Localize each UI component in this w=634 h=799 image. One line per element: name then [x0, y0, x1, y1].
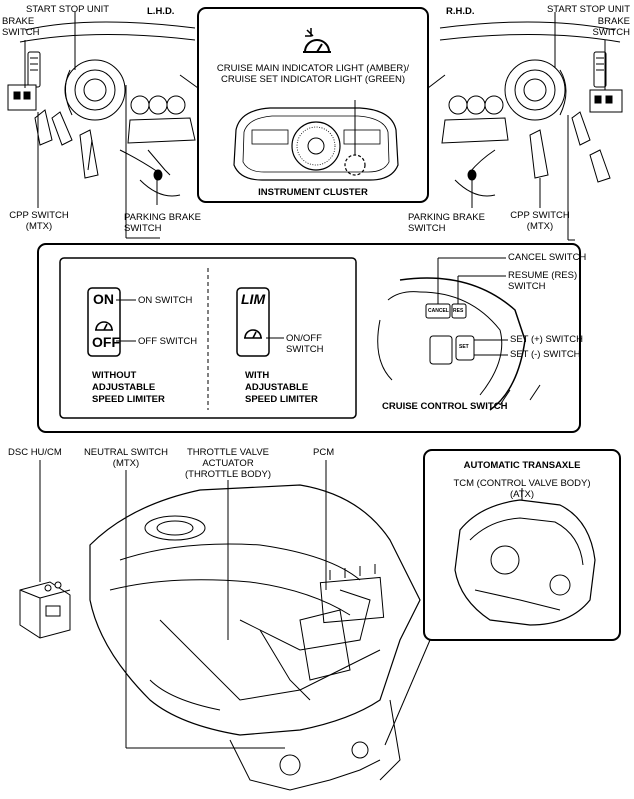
- lhd-heading: L.H.D.: [147, 6, 175, 17]
- atx-box: [423, 449, 621, 641]
- cruise-indicator-icon: [303, 28, 331, 53]
- dsc-label: DSC HU/CM: [8, 447, 62, 458]
- top-leader-lines: [24, 12, 606, 241]
- cluster-indicator-label-2: CRUISE SET INDICATOR LIGHT (GREEN): [220, 74, 406, 85]
- lhd-parking-brake-label-2: SWITCH: [124, 223, 162, 234]
- rhd-cpp-switch-label-1: CPP SWITCH: [510, 210, 570, 221]
- with-caption-2: ADJUSTABLE: [245, 382, 309, 393]
- on-button-text: ON: [93, 291, 114, 307]
- cluster-indicator-label-1: CRUISE MAIN INDICATOR LIGHT (AMBER)/: [216, 63, 410, 74]
- lhd-parking-brake-label-1: PARKING BRAKE: [124, 212, 201, 223]
- tcm-label-2: (ATX): [509, 489, 535, 500]
- lhd-dashboard-illustration: [7, 21, 196, 197]
- rhd-heading: R.H.D.: [446, 6, 475, 17]
- lhd-cpp-switch-label-1: CPP SWITCH: [9, 210, 69, 221]
- lhd-start-stop-label: START STOP UNIT: [26, 4, 110, 15]
- set-button-text: SET: [459, 344, 469, 350]
- with-caption-1: WITH: [245, 370, 270, 381]
- lhd-cpp-switch-label-2: (MTX): [25, 221, 53, 232]
- lhd-brake-switch-label-1: BRAKE: [2, 16, 35, 27]
- rhd-brake-switch-label-2: SWITCH: [592, 27, 630, 38]
- cruise-button-icon: [95, 321, 262, 339]
- neutral-switch-label-2: (MTX): [112, 458, 140, 469]
- throttle-label-2: ACTUATOR: [202, 458, 254, 469]
- rhd-parking-brake-label-1: PARKING BRAKE: [408, 212, 485, 223]
- rhd-brake-switch-label-1: BRAKE: [597, 16, 630, 27]
- instrument-cluster-box: [179, 7, 446, 203]
- pcm-label: PCM: [313, 447, 335, 458]
- set-plus-label: SET (+) SWITCH: [510, 334, 583, 345]
- off-button-text: OFF: [92, 334, 120, 350]
- rhd-parking-brake-label-2: SWITCH: [408, 223, 446, 234]
- instrument-cluster-title: INSTRUMENT CLUSTER: [258, 187, 368, 198]
- engine-illustration: [89, 484, 421, 791]
- engine-leader-lines: [39, 460, 431, 749]
- atx-title: AUTOMATIC TRANSAXLE: [463, 460, 581, 471]
- resume-switch-label-2: SWITCH: [508, 281, 546, 292]
- without-caption-3: SPEED LIMITER: [92, 394, 165, 405]
- lim-button-text: LIM: [241, 291, 266, 307]
- cancel-button-text: CANCEL: [428, 308, 449, 314]
- tcm-label-1: TCM (CONTROL VALVE BODY): [453, 478, 591, 489]
- neutral-switch-label-1: NEUTRAL SWITCH: [83, 447, 169, 458]
- cancel-switch-label: CANCEL SWITCH: [508, 252, 587, 263]
- resume-switch-label-1: RESUME (RES): [508, 270, 578, 281]
- throttle-label-1: THROTTLE VALVE: [187, 447, 269, 458]
- off-switch-label: OFF SWITCH: [138, 336, 198, 347]
- dsc-unit-illustration: [19, 581, 71, 639]
- rhd-cpp-switch-label-2: (MTX): [526, 221, 554, 232]
- cruise-switch-box: [37, 243, 581, 433]
- on-switch-label: ON SWITCH: [138, 295, 193, 306]
- with-caption-3: SPEED LIMITER: [245, 394, 318, 405]
- rhd-start-stop-label: START STOP UNIT: [546, 4, 630, 15]
- onoff-switch-label-1: ON/OFF: [286, 333, 322, 344]
- throttle-label-3: (THROTTLE BODY): [184, 469, 272, 480]
- lhd-brake-switch-label-2: SWITCH: [2, 27, 40, 38]
- res-button-text: RES: [453, 308, 464, 314]
- without-caption-2: ADJUSTABLE: [92, 382, 156, 393]
- set-minus-label: SET (-) SWITCH: [510, 349, 581, 360]
- rhd-dashboard-illustration: [439, 21, 623, 197]
- without-caption-1: WITHOUT: [92, 370, 137, 381]
- cruise-control-switch-title: CRUISE CONTROL SWITCH: [382, 401, 508, 412]
- onoff-switch-label-2: SWITCH: [286, 344, 324, 355]
